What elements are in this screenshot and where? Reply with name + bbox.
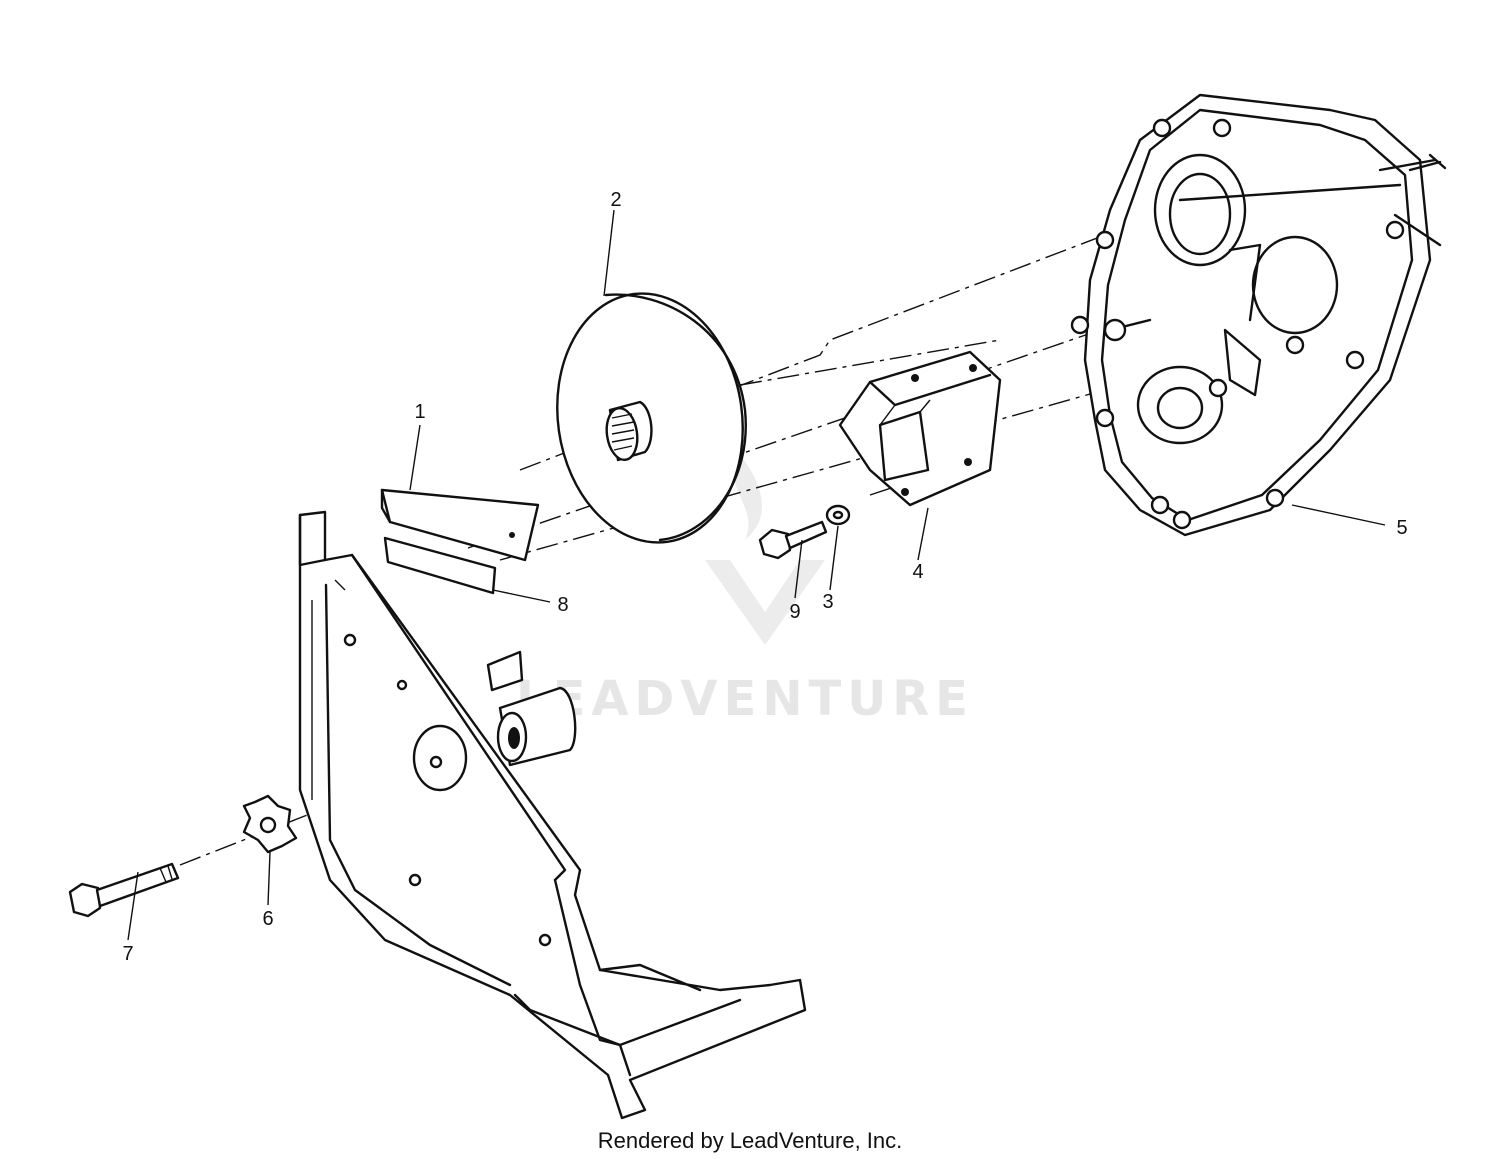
frame-stand <box>298 510 807 1120</box>
callout-2: 2 <box>610 189 621 211</box>
callout-5: 5 <box>1396 517 1407 539</box>
callout-7: 7 <box>122 943 133 965</box>
part-3-washer <box>825 504 851 526</box>
part-9-bolt <box>758 520 828 560</box>
part-1-bracket <box>380 488 540 562</box>
callout-4: 4 <box>912 561 923 583</box>
part-8-strip <box>383 536 497 595</box>
watermark: LEADVENTURE <box>516 455 974 727</box>
callout-6: 6 <box>262 908 273 930</box>
part-6-star-nut <box>242 794 298 854</box>
part-2-disc <box>556 292 747 544</box>
housing-bolt-bosses <box>1070 118 1405 530</box>
callout-3: 3 <box>822 591 833 613</box>
part-7-long-bolt <box>68 862 180 918</box>
callout-8: 8 <box>557 594 568 616</box>
watermark-text: LEADVENTURE <box>516 671 974 727</box>
callout-labels: 1 2 3 4 5 6 7 8 9 <box>122 189 1407 965</box>
callout-1: 1 <box>414 401 425 423</box>
callout-9: 9 <box>789 601 800 623</box>
part-5-housing <box>1070 93 1447 537</box>
render-credit: Rendered by LeadVenture, Inc. <box>597 1128 903 1153</box>
leader-lines <box>127 209 1386 941</box>
part-4-mount <box>838 350 1002 507</box>
